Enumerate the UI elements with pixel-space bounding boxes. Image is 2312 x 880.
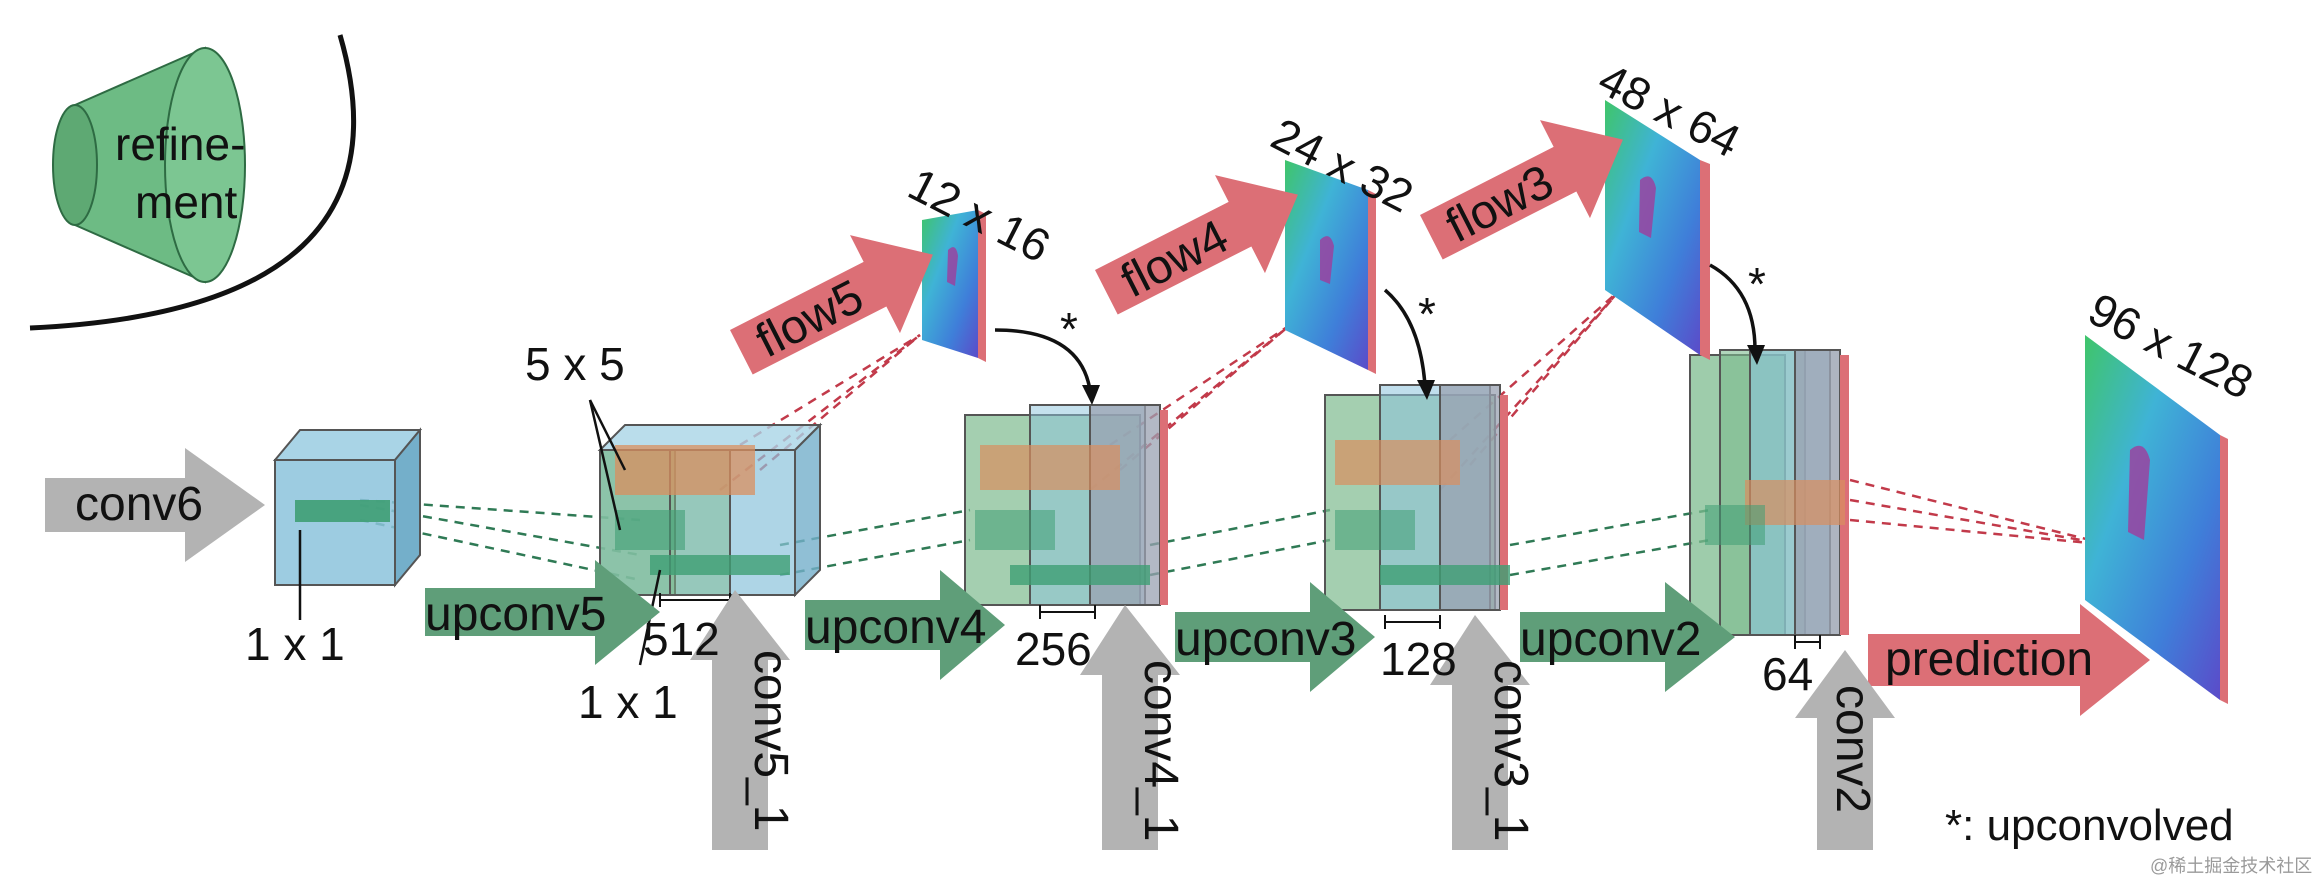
prediction-arrow: prediction xyxy=(1868,604,2150,716)
channels-64-label: 64 xyxy=(1762,648,1813,700)
conv5_1-arrow: conv5_1 xyxy=(690,590,797,850)
feature-block-512 xyxy=(588,399,823,666)
channels-512-label: 512 xyxy=(643,613,720,665)
upconv-curve-3 xyxy=(1709,263,1757,351)
conv3_1-label: conv3_1 xyxy=(1484,660,1537,841)
upconv-curve-2 xyxy=(1383,288,1427,386)
flow4-label: flow4 xyxy=(1113,210,1237,308)
watermark: @稀土掘金技术社区 xyxy=(2150,856,2312,876)
upconv-star-3: * xyxy=(1748,258,1766,310)
conv2-arrow: conv2 xyxy=(1795,650,1895,850)
conv3_1-arrow: conv3_1 xyxy=(1430,615,1537,850)
flow5-map xyxy=(922,210,986,362)
legend-label-1: refine- xyxy=(115,118,245,170)
feature-block-64 xyxy=(1689,349,1849,649)
kernel-1x1-label: 1 x 1 xyxy=(578,676,678,728)
flow5-label: flow5 xyxy=(748,270,872,368)
upconv-star-2: * xyxy=(1418,288,1436,340)
flow3-label: flow3 xyxy=(1438,155,1562,253)
conv2-label: conv2 xyxy=(1826,685,1879,813)
upconv4-arrow: upconv4 xyxy=(805,570,1005,680)
flow3-map xyxy=(1605,100,1710,360)
conv4_1-label: conv4_1 xyxy=(1134,660,1187,841)
upconv5-label: upconv5 xyxy=(425,588,606,641)
legend-label-line2: ment xyxy=(135,176,237,228)
conv6-feature-cube xyxy=(272,427,423,620)
feature-block-128 xyxy=(1324,384,1510,629)
upconvolve-arrowheads xyxy=(1082,345,1765,405)
channels-128-label: 128 xyxy=(1380,633,1457,685)
upconv5-arrow: upconv5 xyxy=(425,560,660,665)
footnote-upconvolved: *: upconvolved xyxy=(1945,801,2234,850)
flow4-map xyxy=(1285,160,1376,374)
upconv-curve-1 xyxy=(994,328,1092,391)
feature-block-256 xyxy=(964,404,1168,619)
legend-arc xyxy=(29,34,357,331)
upconv3-label: upconv3 xyxy=(1175,613,1356,666)
legend-label-2: ment xyxy=(135,176,237,228)
prediction-map xyxy=(2085,335,2228,704)
conv6-arrow: conv6 xyxy=(45,448,265,562)
kernel-5x5-label: 5 x 5 xyxy=(525,338,625,390)
conv6-label: conv6 xyxy=(75,478,203,531)
upconvolve-arrows xyxy=(994,263,1757,391)
legend-label-line1: refine- xyxy=(115,118,245,170)
refinement-cone-icon xyxy=(52,46,246,284)
upconv2-label: upconv2 xyxy=(1520,613,1701,666)
upconv-star-1: * xyxy=(1060,303,1078,355)
prediction-label: prediction xyxy=(1885,633,2093,686)
upconv4-label: upconv4 xyxy=(805,601,986,654)
flow5-arrow: flow5 xyxy=(730,235,933,375)
conv6-kernel-label: 1 x 1 xyxy=(245,618,345,670)
upconv3-arrow: upconv3 xyxy=(1175,582,1375,692)
conv4_1-arrow: conv4_1 xyxy=(1080,605,1187,850)
conv5_1-label: conv5_1 xyxy=(744,650,797,831)
channels-256-label: 256 xyxy=(1015,623,1092,675)
upconv2-arrow: upconv2 xyxy=(1520,582,1735,692)
legend: refine- ment xyxy=(29,34,357,331)
